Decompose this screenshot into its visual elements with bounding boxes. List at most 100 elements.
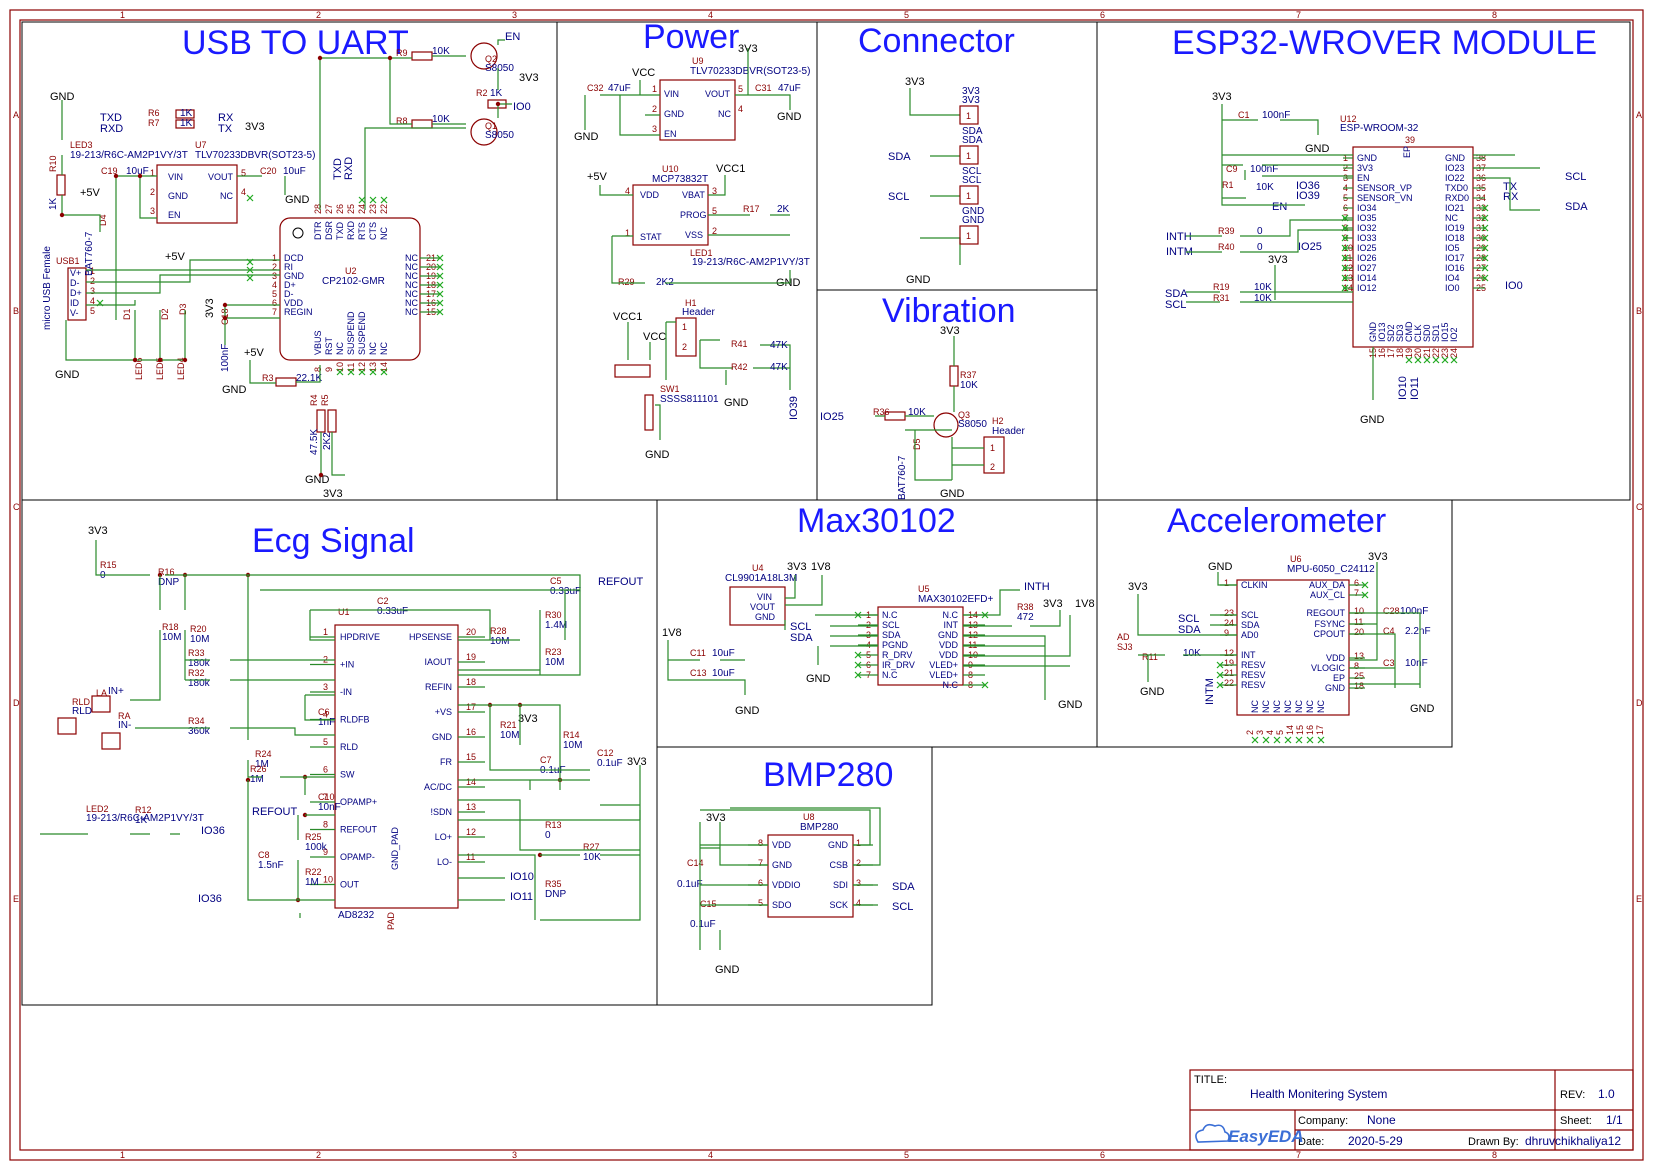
no-connect-mark (436, 254, 444, 262)
net-gnd: GND (1305, 143, 1330, 155)
part: AD8232 (338, 910, 375, 921)
net-io25: IO25 (820, 411, 844, 423)
u1-pin-name: RLD (340, 742, 359, 752)
u2-pin-name: DSR (324, 220, 334, 240)
u2-cp2102 (279, 217, 421, 361)
h1-header (675, 317, 697, 357)
u6-pin-name: INT (1241, 650, 1256, 660)
u2-pin-num: 8 (313, 367, 323, 372)
header-pin-num: 1 (966, 191, 971, 201)
u12-pin-name: IO35 (1357, 213, 1377, 223)
u12-pin-name: IO21 (1445, 203, 1465, 213)
pin-label: VBAT (682, 190, 705, 200)
u9-regulator (659, 79, 736, 141)
value: 47.5K (309, 429, 320, 455)
u8-pin-num: 7 (758, 858, 763, 868)
net-io11: IO11 (510, 891, 533, 903)
no-connect-mark (1216, 671, 1224, 679)
ref: C13 (690, 668, 707, 678)
value: 10uF (283, 166, 306, 177)
u2-ref: U2 (345, 266, 357, 276)
title-block: TITLE: Health Monitering System REV: 1.0… (1189, 1069, 1634, 1151)
sw1-body (644, 394, 654, 431)
net-gnd: GND (906, 274, 931, 286)
u6-pin-name: AUX_DA (1309, 580, 1345, 590)
connector-header (959, 185, 979, 205)
ecg-part-ref: R33 (188, 648, 205, 658)
u12-pin-name: TXD0 (1445, 183, 1468, 193)
u12-pin-name: SD3 (1395, 324, 1405, 342)
ref: U10 (662, 164, 679, 174)
net-3v3: 3V3 (1268, 254, 1288, 266)
u1-pin-num: 17 (466, 702, 476, 712)
no-connect-mark (1295, 736, 1303, 744)
pin-number: 3 (712, 186, 717, 196)
part: 19-213/R6C-AM2P1VY/3T (86, 813, 204, 824)
net-5v: +5V (244, 347, 265, 359)
net-gnd: GND (1208, 561, 1233, 573)
u12-pin-name: IO12 (1357, 283, 1377, 293)
ecg-part-ref: C6 (318, 707, 330, 717)
u8-pin-name: SDO (772, 900, 792, 910)
u6-pin-num: 15 (1295, 725, 1305, 735)
no-connect-mark (1414, 356, 1422, 364)
value: 10K (908, 407, 926, 418)
u12-pin-name: NC (1445, 213, 1458, 223)
u2-pin-name: RXD (346, 220, 356, 240)
u8-bmp280 (767, 834, 854, 918)
usb-marks (59, 55, 501, 478)
ref: R39 (1218, 226, 1235, 236)
ecg-part-value: 180k (188, 658, 211, 669)
u1-pin-num: 1 (323, 627, 328, 637)
net-sda: SDA (1178, 624, 1201, 636)
u6-pin-num: 3 (1255, 730, 1265, 735)
grid-col-label: 3 (512, 10, 517, 20)
ecg-part-value: 0.33uF (377, 606, 408, 617)
ref: LED5 (155, 357, 165, 380)
u5-pin-name: N.C (882, 670, 898, 680)
usb1-pin-num: 4 (90, 296, 95, 306)
u2-pin-num: 11 (346, 363, 356, 372)
ecg-part-value: 10M (545, 657, 564, 668)
u12-pin-num: 19 (1404, 348, 1414, 358)
u2-pin-num: 23 (368, 204, 378, 214)
u1-pin-num: 20 (466, 627, 476, 637)
u2-pin-num: 3 (272, 271, 277, 281)
u2-pin-name: RI (284, 262, 293, 272)
header-net: 3V3 (962, 86, 980, 97)
u1-pin-name: HPDRIVE (340, 632, 380, 642)
pin: IN- (118, 720, 131, 731)
no-connect-mark (1262, 736, 1270, 744)
date-value: 2020-5-29 (1348, 1134, 1403, 1148)
ref: R2 (476, 88, 488, 98)
u6-pin-name: SCL (1241, 610, 1259, 620)
net-gnd: GND (50, 91, 75, 103)
net-3v3: 3V3 (245, 121, 265, 133)
u6-pin-num: 10 (1354, 606, 1364, 616)
inner-frame (19, 19, 1634, 1151)
u12-pin-name: SENSOR_VP (1357, 183, 1412, 193)
ecg-part-ref: R12 (135, 805, 152, 815)
header-pin-num: 1 (966, 111, 971, 121)
net-scl: SCL (790, 621, 811, 633)
net-sda: SDA (1565, 201, 1588, 213)
u12-pin-name: IO2 (1449, 327, 1459, 342)
pin-label: GND_PAD (390, 827, 400, 870)
pin-label: GND (168, 191, 189, 201)
ecg-part-ref: R25 (305, 832, 322, 842)
ecg-part-value: 1.4M (545, 620, 567, 631)
grid-col-label: 2 (316, 10, 321, 20)
no-connect-mark (1216, 661, 1224, 669)
ecg-part-value: 0.1uF (597, 758, 623, 769)
net-rxd: RXD (343, 157, 355, 180)
u1-pin-name: !SDN (430, 807, 452, 817)
net-gnd: GND (940, 488, 965, 500)
u6-pin-num: 13 (1354, 651, 1364, 661)
ref: C11 (690, 648, 706, 658)
u6-pin-num: 14 (1285, 725, 1295, 735)
value: 10uF (712, 648, 735, 659)
accelerometer-section: U6 MPU-6050_C24112 CLKIN1SCL23SDA24AD09I… (1117, 551, 1435, 744)
